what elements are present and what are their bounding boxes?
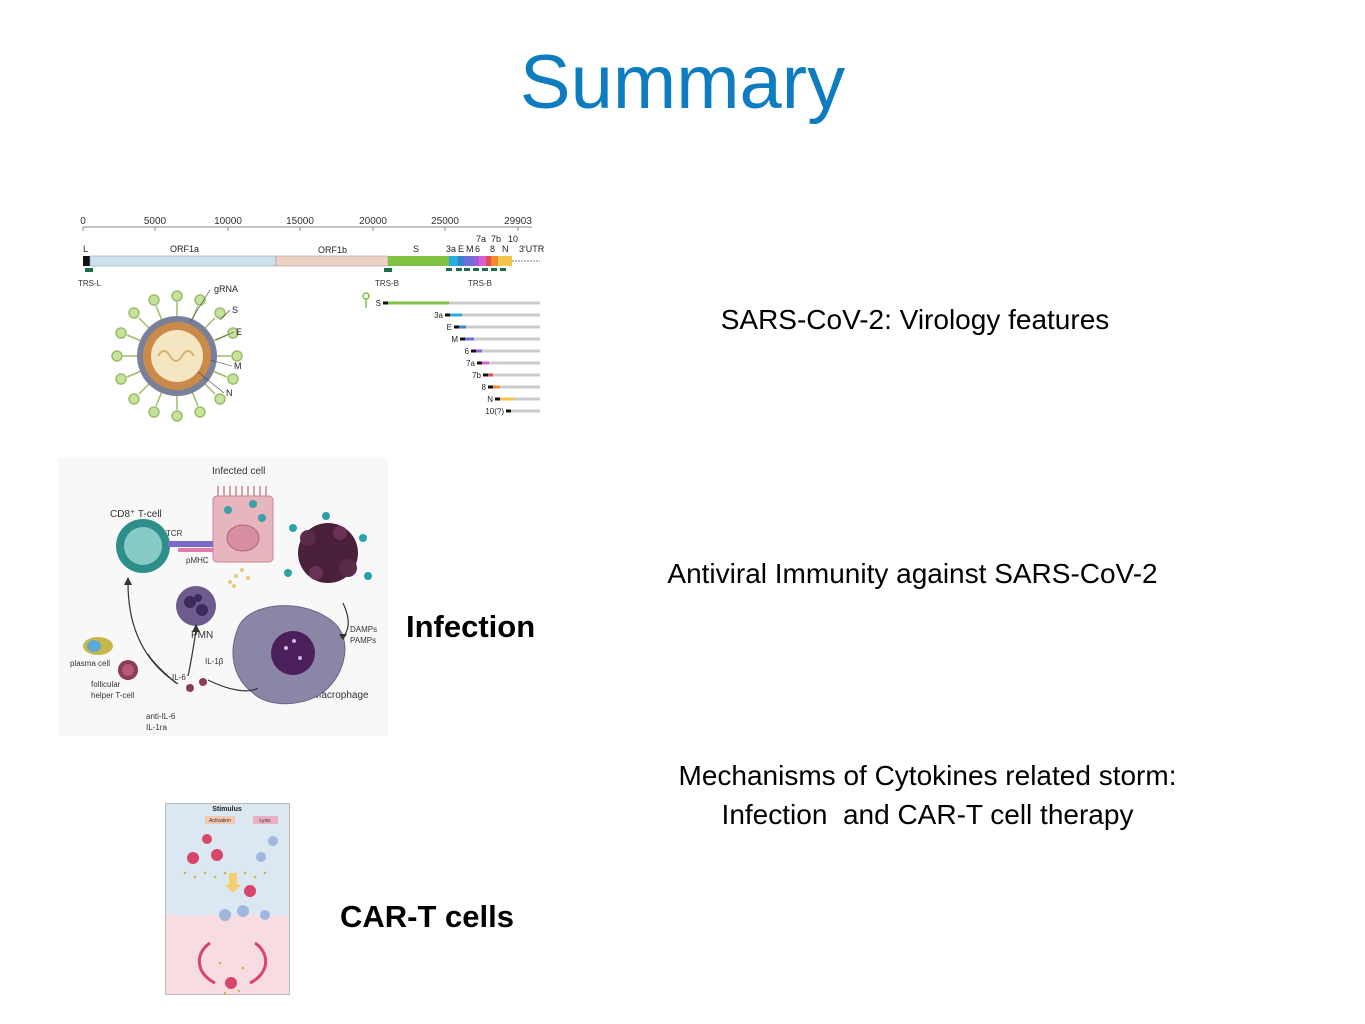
item-antiviral-immunity: Antiviral Immunity against SARS-CoV-2 xyxy=(667,558,1158,589)
sg-label: 7b xyxy=(472,371,481,380)
slide-title: Summary xyxy=(519,40,846,125)
trs-l-label: TRS-L xyxy=(78,279,102,288)
sg-label: 8 xyxy=(482,383,487,392)
gene-label-l: L xyxy=(83,244,88,254)
label-lysis: Lysis xyxy=(259,818,271,824)
gene-label-orf1b: ORF1b xyxy=(318,245,347,255)
item-cytokine-storm: Mechanisms of Cytokines related storm: I… xyxy=(600,759,1255,832)
label-tcr: TCR xyxy=(166,529,183,538)
label-stimulus: Stimulus xyxy=(212,806,242,813)
sg-label: 10(?) xyxy=(485,407,504,416)
axis-tick: 10000 xyxy=(214,216,242,227)
gene-label-10: 10 xyxy=(508,234,518,244)
sg-label: 7a xyxy=(466,359,475,368)
label-plasma-cell: plasma cell xyxy=(70,659,110,668)
virion-label-e: E xyxy=(236,327,242,337)
gene-label-7a: 7a xyxy=(476,234,486,244)
label-infection: Infection xyxy=(406,609,536,644)
sg-label: N xyxy=(487,395,493,404)
gene-label-orf1a: ORF1a xyxy=(170,244,199,254)
gene-label-8: 8 xyxy=(490,244,495,254)
label-pmhc: pMHC xyxy=(186,556,209,565)
gene-label-n: N xyxy=(502,244,509,254)
label-helper: helper T-cell xyxy=(91,691,135,700)
label-macrophage: Macrophage xyxy=(313,690,369,701)
label-anti-il6: anti-IL-6 xyxy=(146,712,176,721)
cytokine-storm-figure: Stimulus Activation Lysis xyxy=(165,803,290,995)
gene-label-7b: 7b xyxy=(491,234,501,244)
axis-tick: 0 xyxy=(80,216,86,227)
infected-cell-illustration xyxy=(212,486,274,563)
label-il1ra: IL-1ra xyxy=(146,723,167,732)
sg-label: 6 xyxy=(465,347,470,356)
label-infected-cell: Infected cell xyxy=(212,466,265,477)
sg-label: M xyxy=(451,335,458,344)
gene-label-e: E xyxy=(458,244,464,254)
cd8-t-cell-illustration xyxy=(116,519,213,573)
axis-tick: 20000 xyxy=(359,216,387,227)
pmn-illustration xyxy=(176,568,250,626)
virion-label-n: N xyxy=(226,388,233,398)
label-activation: Activation xyxy=(209,818,231,824)
trs-b-label: TRS-B xyxy=(375,279,399,288)
axis-tick: 15000 xyxy=(286,216,314,227)
label-follicular: follicular xyxy=(91,680,121,689)
item-virology: SARS-CoV-2: Virology features xyxy=(720,304,1110,335)
virion-label-m: M xyxy=(234,361,242,371)
gene-label-3a: 3a xyxy=(446,244,456,254)
label-pmn: PMN xyxy=(191,630,213,641)
item-cytokine-storm-line2: Infection and CAR-T cell therapy xyxy=(721,799,1134,830)
antiviral-immunity-figure: Infected cell CD8⁺ T-cell TCR pMHC PMN D… xyxy=(58,458,388,736)
virion-label-s: S xyxy=(232,305,238,315)
gene-label-s: S xyxy=(413,244,419,254)
trs-b-label-2: TRS-B xyxy=(468,279,492,288)
gene-label-6: 6 xyxy=(475,244,480,254)
macrophage-illustration xyxy=(232,605,346,705)
axis-tick: 29903 xyxy=(504,216,532,227)
axis-tick: 5000 xyxy=(144,216,167,227)
item-cytokine-storm-line1: Mechanisms of Cytokines related storm: xyxy=(678,760,1177,791)
label-cd8: CD8⁺ T-cell xyxy=(110,509,162,520)
necrotic-cell-illustration xyxy=(284,512,372,583)
label-il6: IL-6 xyxy=(172,673,186,682)
gene-label-3utr: 3′UTR xyxy=(519,244,545,254)
label-damps: DAMPs xyxy=(350,625,377,634)
sg-label: S xyxy=(376,299,381,308)
virion-label-grna: gRNA xyxy=(214,284,238,294)
sg-label: E xyxy=(447,323,452,332)
sars-cov-2-genome-figure: 0 5000 10000 15000 20000 25000 29903 L O… xyxy=(78,216,545,422)
virion-illustration xyxy=(111,290,243,422)
label-il1b: IL-1β xyxy=(205,657,224,666)
gene-label-m: M xyxy=(466,244,474,254)
axis-tick: 25000 xyxy=(431,216,459,227)
plasma-cell-illustration xyxy=(83,637,138,680)
label-car-t-cells: CAR-T cells xyxy=(340,899,514,934)
sg-label: 3a xyxy=(434,311,443,320)
label-pamps: PAMPs xyxy=(350,636,376,645)
